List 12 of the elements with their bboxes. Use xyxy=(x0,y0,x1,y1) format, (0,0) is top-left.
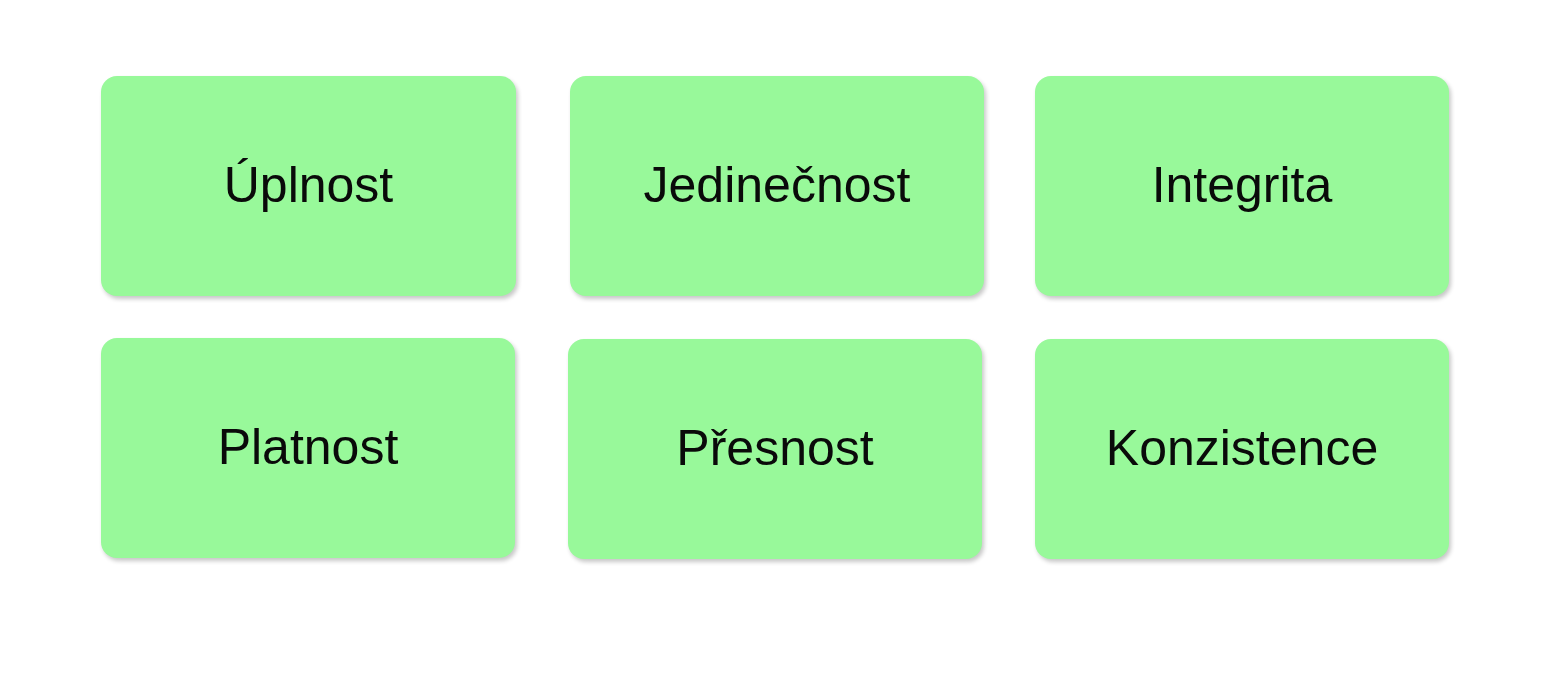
category-box xyxy=(1035,76,1449,296)
category-box xyxy=(568,339,982,559)
category-label: Integrita xyxy=(1151,157,1333,215)
category-box xyxy=(570,76,984,296)
category-label: Úplnost xyxy=(223,157,394,215)
category-box xyxy=(101,338,515,558)
category-label: Konzistence xyxy=(1105,420,1379,478)
category-label: Přesnost xyxy=(676,420,874,478)
category-label: Jedinečnost xyxy=(643,157,911,215)
category-box xyxy=(1035,339,1449,559)
category-box xyxy=(101,76,516,296)
category-label: Platnost xyxy=(217,419,399,477)
